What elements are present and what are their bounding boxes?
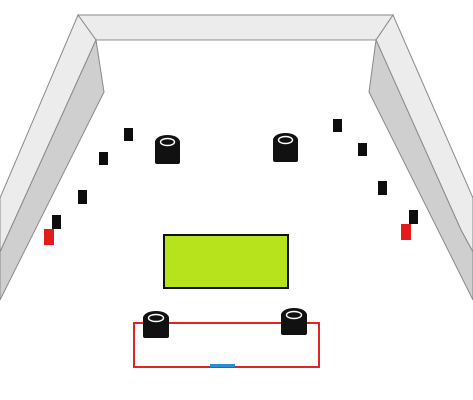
- red-markers: [44, 224, 411, 245]
- post-left-1: [124, 128, 133, 141]
- drum-top: [273, 133, 298, 147]
- posts: [52, 119, 418, 229]
- post-right-3: [378, 181, 387, 195]
- post-left-3: [78, 190, 87, 204]
- drum-ring: [147, 313, 165, 323]
- red-marker-right: [401, 224, 411, 240]
- drum-front-left: [143, 311, 169, 338]
- drum-front-right: [281, 308, 307, 335]
- left-wall-face: [0, 38, 105, 301]
- drum-ring: [285, 310, 303, 320]
- drum-ring: [159, 137, 176, 147]
- back-wall-face: [96, 40, 376, 41]
- blue-marker: [210, 364, 235, 367]
- post-right-2: [358, 143, 367, 156]
- red-marker-left: [44, 229, 54, 245]
- drum-top: [155, 135, 180, 149]
- right-wall-face: [368, 38, 473, 301]
- drum-ring: [277, 135, 294, 145]
- post-right-1: [333, 119, 342, 132]
- drum-back-left: [155, 135, 180, 164]
- drum-top: [143, 311, 169, 325]
- post-left-2: [99, 152, 108, 165]
- back-wall-top: [77, 14, 394, 41]
- walls: [0, 13, 473, 301]
- post-left-4: [52, 215, 61, 229]
- drum-top: [281, 308, 307, 322]
- green-panel: [163, 234, 289, 289]
- drum-back-right: [273, 133, 298, 162]
- post-right-4: [409, 210, 418, 224]
